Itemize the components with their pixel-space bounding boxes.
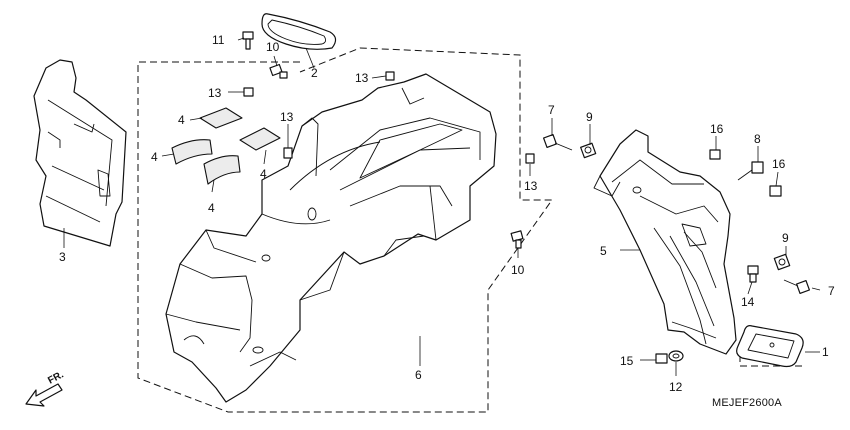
clip-13-right (525, 153, 535, 164)
callout-4-d: 4 (208, 201, 215, 215)
bolt-11 (242, 31, 254, 50)
part-5-license-bracket (593, 129, 737, 355)
callout-10-top: 10 (266, 40, 280, 54)
callout-1: 1 (822, 345, 829, 359)
nut-9-left (580, 142, 597, 159)
callout-13-left: 13 (208, 86, 222, 100)
nut-16-right (769, 185, 782, 197)
callout-9-right: 9 (782, 231, 789, 245)
bolt-8 (737, 161, 764, 181)
callout-4-a: 4 (178, 113, 185, 127)
callout-labels: 1 2 3 4 4 4 4 5 6 7 7 8 9 9 10 10 11 12 … (59, 33, 835, 394)
clip-13-mid (283, 147, 293, 159)
callout-3: 3 (59, 250, 66, 264)
bolt-7-left (542, 133, 573, 151)
nut-15 (655, 353, 668, 364)
callout-13-right: 13 (524, 179, 538, 193)
callout-2: 2 (311, 66, 318, 80)
part-2-seal (261, 13, 337, 50)
washer-12 (668, 350, 684, 362)
callout-7-left: 7 (548, 103, 555, 117)
callout-12: 12 (669, 380, 683, 394)
part-1-reflector (736, 325, 804, 368)
callout-10-lower: 10 (511, 263, 525, 277)
nut-16-top (709, 149, 721, 160)
screw-14 (747, 265, 759, 283)
bolt-7-right (783, 279, 811, 295)
callout-16-top: 16 (710, 122, 724, 136)
assembly-outline-plate (739, 355, 805, 367)
callout-6: 6 (415, 368, 422, 382)
clip-13-left (243, 87, 254, 97)
fasteners (242, 31, 811, 364)
callout-4-b: 4 (151, 150, 158, 164)
callout-13-mid: 13 (280, 110, 294, 124)
callout-7-right: 7 (828, 284, 835, 298)
part-3-panel (33, 59, 127, 247)
front-direction-indicator: FR. (25, 369, 66, 407)
callout-13-top: 13 (355, 71, 369, 85)
callout-8: 8 (754, 132, 761, 146)
callout-15: 15 (620, 354, 634, 368)
front-arrow-icon (25, 383, 63, 407)
diagram-code: MEJEF2600A (712, 397, 782, 409)
callout-16-right: 16 (772, 157, 786, 171)
leader-lines (63, 37, 821, 376)
callout-5: 5 (600, 244, 607, 258)
part-6-rear-fender (165, 73, 497, 403)
callout-9-left: 9 (586, 110, 593, 124)
bolt-10-top (269, 63, 288, 79)
part-4-pads (171, 107, 281, 185)
callout-11: 11 (212, 33, 225, 47)
front-label: FR. (46, 369, 66, 386)
bolt-10-lower (510, 230, 524, 249)
nut-9-right (773, 253, 791, 271)
callout-4-c: 4 (260, 167, 267, 181)
clip-13-top (385, 71, 395, 81)
callout-14: 14 (741, 295, 755, 309)
